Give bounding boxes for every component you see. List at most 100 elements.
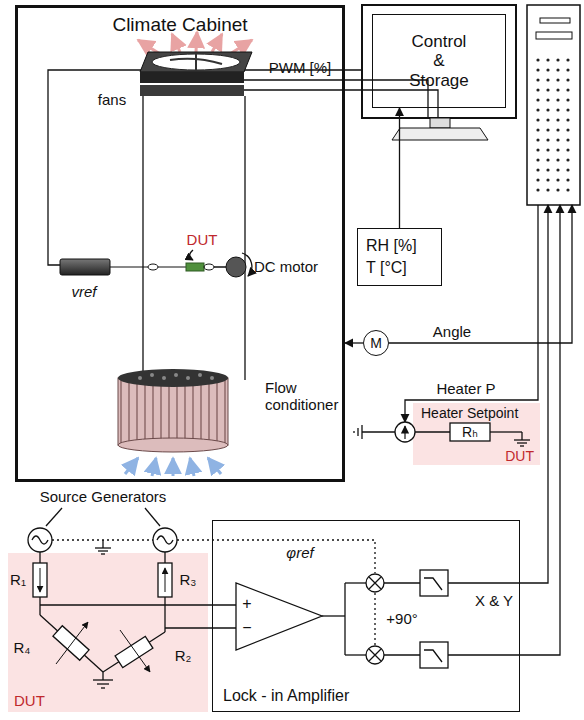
heater-wire [405,205,538,422]
signal-label: PWM [%] [269,59,332,76]
sensor-box: RH [%]T [°C] [357,228,442,286]
flow-conditioner [210,376,214,380]
computer-tower [536,118,539,121]
dut-leader [190,250,194,260]
computer-tower [566,98,569,101]
lockin-circuit [344,583,345,655]
pin-label: + [242,595,251,613]
lockin-circuit [384,582,420,583]
computer-tower [566,168,569,171]
computer-tower [546,98,549,101]
dut-region-fill [413,403,540,465]
computer-tower [536,32,572,39]
bridge-resistors [40,615,103,672]
bridge-resistors [120,630,150,672]
source-generators [157,536,173,544]
computer-tower [546,188,549,191]
source-generators [145,508,160,526]
vref-sensor [60,259,110,275]
node-text: Control & Storage [409,32,469,91]
angle-wire [389,205,572,343]
heater-wire [521,432,522,440]
computer-tower [566,68,569,71]
computer-tower [556,168,559,171]
computer-tower [566,178,569,181]
bridge-resistors [40,568,41,592]
source-generators [95,547,111,548]
source-generators [28,528,52,552]
bridge-resistors [39,552,40,563]
computer-tower [566,118,569,121]
computer-tower [556,128,559,131]
resistor-label: R₃ [180,571,197,588]
computer-tower [566,188,569,191]
signal-label: +90° [386,610,417,627]
computer-tower [540,18,570,23]
flow-conditioner [118,369,228,387]
phase-reference [374,593,375,645]
bridge-resistors [93,679,113,680]
computer-tower [536,88,539,91]
flow-conditioner [138,373,214,380]
computer-tower [536,78,539,81]
bridge-resistors [102,672,103,680]
fan-symbol [140,52,252,96]
signal-connector [345,342,363,343]
current-source [404,426,405,439]
node-text: Climate Cabinet [112,14,247,36]
outflow-arrow [172,34,180,52]
heater-wire [361,425,362,439]
pin-label: − [242,619,251,637]
heater-wire [353,431,354,433]
node-text: M [370,335,382,351]
flow-conditioner [118,438,228,452]
lockin-circuit [384,654,420,655]
source-generators [28,508,177,554]
bridge-resistors [101,687,105,688]
bridge-resistors [164,597,165,632]
fan-symbol [140,85,244,96]
computer-tower [546,138,549,141]
signal-connector [399,108,400,228]
computer-tower [566,128,569,131]
computer-tower [527,5,580,205]
bridge-resistors [97,683,109,684]
motor-symbol: M [363,330,389,356]
lockin-circuit [322,615,345,616]
phase-reference [177,540,375,573]
source-generators [101,553,105,554]
computer-tower [546,168,549,171]
source-generators [32,536,48,544]
source-generators [153,528,177,552]
dut-region-fill [8,403,540,712]
bridge-resistors [53,626,89,660]
signal-label: Heater P [436,380,495,397]
heater-wire [362,431,395,432]
computer-tower [536,58,539,61]
dc-motor [226,253,252,277]
computer-tower [566,148,569,151]
computer-tower [546,78,549,81]
lockin-box: Lock - in Amplifier [212,520,520,712]
signal-label: Angle [433,323,471,340]
computer-tower [536,98,539,101]
flow-conditioner [118,369,228,452]
computer-tower [566,78,569,81]
computer-tower [536,188,539,191]
monitor [430,118,450,128]
node-text: Heater Setpoint [421,405,518,421]
resistor-label: R₂ [175,647,192,664]
pwm-wire [244,80,428,118]
computer-tower [536,158,539,161]
monitor [362,5,516,140]
computer-tower [536,148,539,151]
inflow-arrow [208,458,221,474]
computer-tower [546,88,549,91]
bridge-resistors [103,632,165,672]
monitor [392,128,488,140]
fan-symbol [170,54,222,70]
dc-motor [226,257,246,277]
computer-tower [556,138,559,141]
current-source [395,422,415,442]
